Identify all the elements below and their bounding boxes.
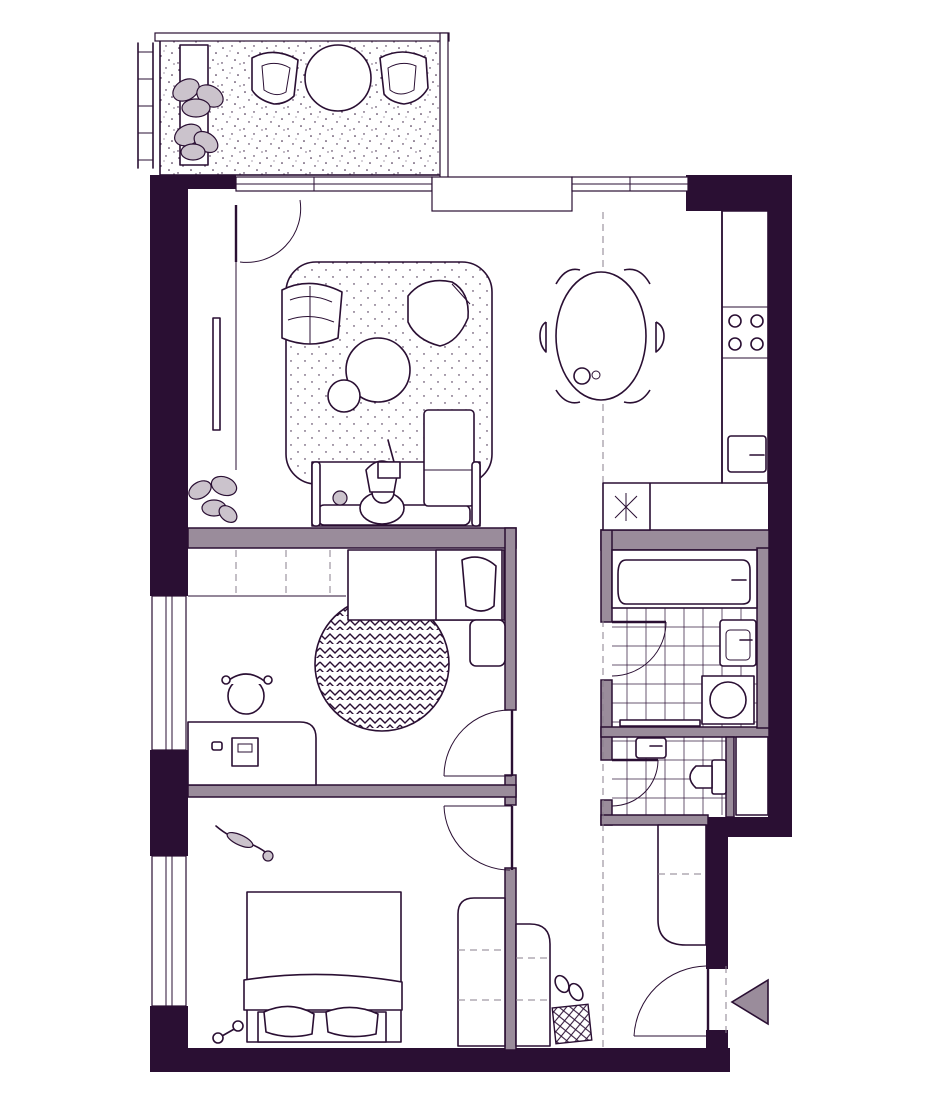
door-bathroom[interactable] xyxy=(611,620,667,677)
door-living[interactable] xyxy=(234,199,302,263)
armchair-icon xyxy=(407,279,471,347)
armchair-icon xyxy=(251,51,299,105)
hallway xyxy=(515,824,769,1047)
fridge-icon xyxy=(614,493,638,521)
window-master-bedroom xyxy=(151,855,187,1007)
radiator xyxy=(212,317,221,431)
armchair-icon xyxy=(379,51,429,105)
living-room xyxy=(188,199,493,527)
coffee-table-icon xyxy=(327,337,411,413)
bed-icon xyxy=(243,891,403,1043)
bedroom xyxy=(187,549,514,786)
master-bedroom xyxy=(212,805,514,1047)
bench xyxy=(657,824,707,946)
hall-wardrobe xyxy=(515,923,551,1047)
toilet-icon xyxy=(689,759,727,795)
door-toilet[interactable] xyxy=(611,758,659,807)
balcony-railing xyxy=(137,42,154,169)
bathroom xyxy=(611,549,758,727)
sink-icon xyxy=(635,737,667,759)
plant-icon xyxy=(172,78,224,161)
balcony xyxy=(137,32,450,179)
bath-step xyxy=(619,719,701,727)
exterior-walls xyxy=(150,175,792,1072)
window-bedroom xyxy=(151,595,187,751)
balcony-table-icon xyxy=(304,44,372,112)
slippers-icon xyxy=(554,974,584,1002)
chair-icon xyxy=(221,673,273,715)
door-bedroom[interactable] xyxy=(443,709,514,777)
kitchen xyxy=(539,210,769,1050)
person-icon xyxy=(359,439,405,525)
sink-icon xyxy=(727,435,767,473)
balcony-door[interactable] xyxy=(431,176,573,212)
kitchen-counter xyxy=(602,210,769,531)
door-master-bedroom[interactable] xyxy=(443,805,514,871)
stove-icon xyxy=(728,314,764,351)
cat-icon xyxy=(215,825,274,862)
dining-table-icon xyxy=(539,268,665,404)
bed-icon xyxy=(347,549,506,667)
wardrobe xyxy=(457,897,506,1047)
partitions xyxy=(187,527,770,1051)
desk-icon xyxy=(187,721,317,786)
washing-machine-icon xyxy=(701,675,755,725)
entrance-arrow-icon xyxy=(730,978,769,1026)
bathtub-icon xyxy=(611,549,758,609)
pouf-icon xyxy=(281,282,343,345)
toilet-room xyxy=(611,736,769,816)
door-entrance[interactable] xyxy=(633,965,710,1037)
dumbbell-icon xyxy=(212,1020,244,1044)
windows xyxy=(151,176,689,1007)
doormat-icon xyxy=(551,1003,593,1045)
plant-icon xyxy=(188,475,238,523)
sofa-icon xyxy=(311,409,481,527)
closet xyxy=(735,736,769,816)
sink-icon xyxy=(719,619,757,667)
